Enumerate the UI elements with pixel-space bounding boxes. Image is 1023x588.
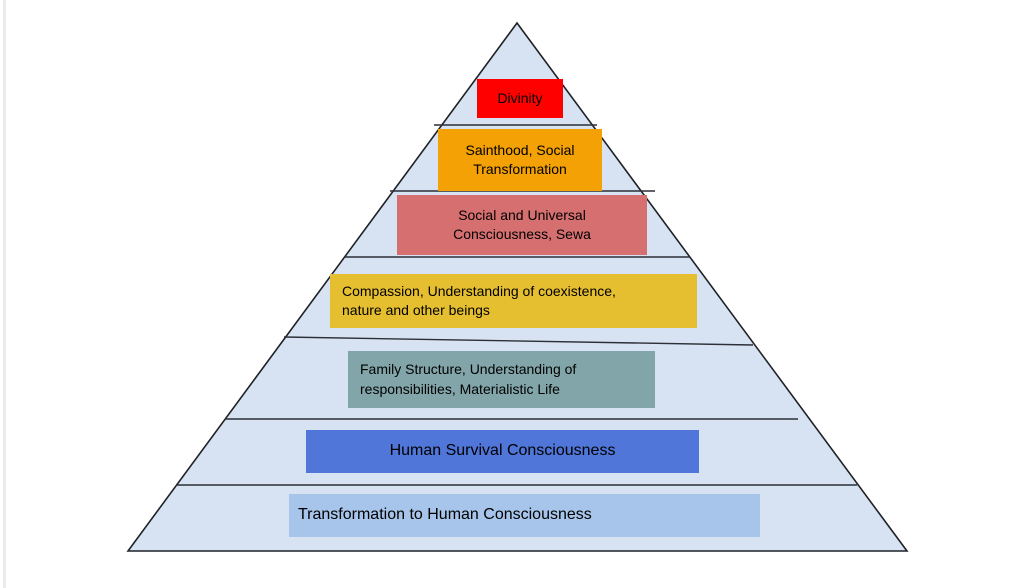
pyramid-level-sainthood: Sainthood, Social Transformation bbox=[438, 129, 602, 191]
level-label: Family Structure, Understanding of respo… bbox=[360, 361, 577, 397]
pyramid-level-family-structure: Family Structure, Understanding of respo… bbox=[348, 351, 655, 408]
level-label: Compassion, Understanding of coexistence… bbox=[342, 282, 616, 318]
level-label: Transformation to Human Consciousness bbox=[298, 506, 592, 524]
page-edge-divider bbox=[3, 0, 6, 588]
level-label: Divinity bbox=[497, 89, 543, 106]
level-label: Social and Universal Consciousness, Sewa bbox=[453, 206, 591, 242]
pyramid-level-social-universal-consciousness: Social and Universal Consciousness, Sewa bbox=[397, 195, 647, 255]
level-label: Human Survival Consciousness bbox=[389, 442, 616, 460]
pyramid-level-human-survival-consciousness: Human Survival Consciousness bbox=[306, 430, 699, 473]
level-label: Sainthood, Social Transformation bbox=[465, 141, 575, 177]
pyramid-level-transformation-human-consciousness: Transformation to Human Consciousness bbox=[289, 494, 760, 537]
level-divider-4 bbox=[283, 336, 754, 346]
pyramid-level-divinity: Divinity bbox=[477, 79, 563, 118]
pyramid-level-compassion: Compassion, Understanding of coexistence… bbox=[330, 274, 697, 328]
